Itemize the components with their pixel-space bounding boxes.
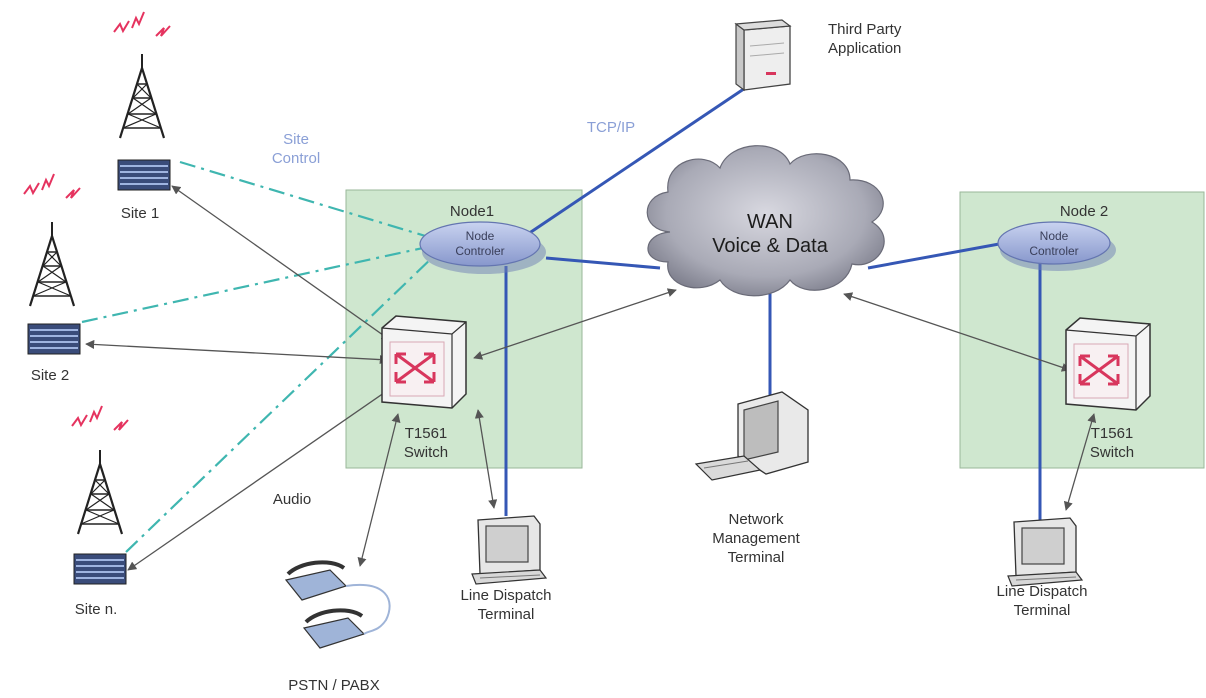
node2-controller-icon bbox=[997, 221, 1116, 271]
siten-lightning-icon bbox=[71, 405, 129, 431]
network-mgmt-terminal-icon bbox=[694, 391, 809, 481]
line-dispatch-terminal1-icon bbox=[471, 515, 547, 585]
site2-tower-icon bbox=[28, 220, 76, 308]
node2-controller-label: Node Controler bbox=[1029, 229, 1079, 258]
node2-switch-label: T1561 Switch bbox=[1089, 425, 1135, 461]
site2-lightning-icon bbox=[23, 173, 81, 199]
node1-title: Node1 bbox=[449, 203, 495, 220]
line-dispatch-2-label: Line Dispatch Terminal bbox=[996, 583, 1088, 619]
site2-rack-icon bbox=[27, 323, 81, 355]
server-icon bbox=[734, 19, 792, 92]
wan-label: WAN Voice & Data bbox=[712, 211, 828, 257]
site1-label: Site 1 bbox=[120, 205, 160, 222]
arrow-links bbox=[85, 185, 1097, 571]
node1-controller-label: Node Controler bbox=[455, 229, 505, 258]
third-party-label: Third Party Application bbox=[828, 21, 902, 57]
site1-lightning-icon bbox=[113, 11, 171, 37]
siten-rack-icon bbox=[73, 553, 127, 585]
wan-cloud-icon bbox=[646, 145, 885, 297]
pstn-label: PSTN / PABX bbox=[288, 677, 380, 694]
line-dispatch-1-label: Line Dispatch Terminal bbox=[460, 587, 552, 623]
siten-tower-icon bbox=[76, 448, 124, 536]
line-dispatch-terminal2-icon bbox=[1007, 517, 1083, 587]
site-control-label: Site Control bbox=[271, 131, 321, 167]
siten-label: Site n. bbox=[74, 601, 118, 618]
network-mgmt-label: Network Management Terminal bbox=[712, 511, 800, 566]
node1-switch-icon bbox=[380, 314, 468, 410]
node2-switch-icon bbox=[1064, 316, 1152, 412]
tcpip-label: TCP/IP bbox=[586, 119, 636, 136]
node1-switch-label: T1561 Switch bbox=[403, 425, 449, 461]
node1-controller-icon bbox=[419, 221, 546, 274]
audio-label: Audio bbox=[272, 491, 312, 508]
site1-tower-icon bbox=[118, 52, 166, 140]
site2-label: Site 2 bbox=[30, 367, 70, 384]
phone-icon bbox=[284, 560, 391, 649]
site1-rack-icon bbox=[117, 159, 171, 191]
node2-title: Node 2 bbox=[1059, 203, 1109, 220]
